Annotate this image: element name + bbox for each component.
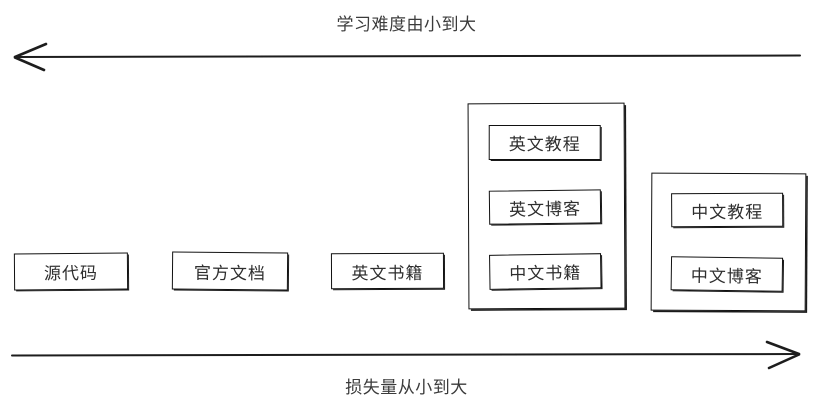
node-label: 英文教程 (508, 134, 581, 156)
node-label: 英文书籍 (351, 263, 424, 284)
node-label: 中文教程 (691, 202, 764, 223)
chinese-materials-group: 中文教程 中文博客 (650, 172, 807, 312)
bottom-axis-label: 损失量从小到大 (345, 378, 468, 398)
english-materials-group: 英文教程 英文博客 中文书籍 (467, 102, 626, 310)
node-label: 官方文档 (193, 263, 267, 284)
node-english-blog[interactable]: 英文博客 (488, 189, 602, 225)
node-label: 中文博客 (690, 265, 763, 287)
node-english-tutorial[interactable]: 英文教程 (488, 124, 601, 161)
node-label: 英文博客 (508, 199, 582, 220)
node-label: 源代码 (43, 263, 99, 285)
node-chinese-blog[interactable]: 中文博客 (670, 256, 784, 292)
node-label: 中文书籍 (509, 263, 582, 285)
node-chinese-tutorial[interactable]: 中文教程 (671, 192, 784, 228)
node-official-docs[interactable]: 官方文档 (171, 251, 289, 291)
node-english-books[interactable]: 英文书籍 (330, 252, 445, 290)
node-source-code[interactable]: 源代码 (13, 252, 129, 291)
node-chinese-books[interactable]: 中文书籍 (489, 253, 602, 290)
loss-axis-arrow (11, 340, 801, 370)
top-axis-label: 学习难度由小到大 (336, 15, 477, 35)
difficulty-axis-arrow (13, 42, 801, 72)
